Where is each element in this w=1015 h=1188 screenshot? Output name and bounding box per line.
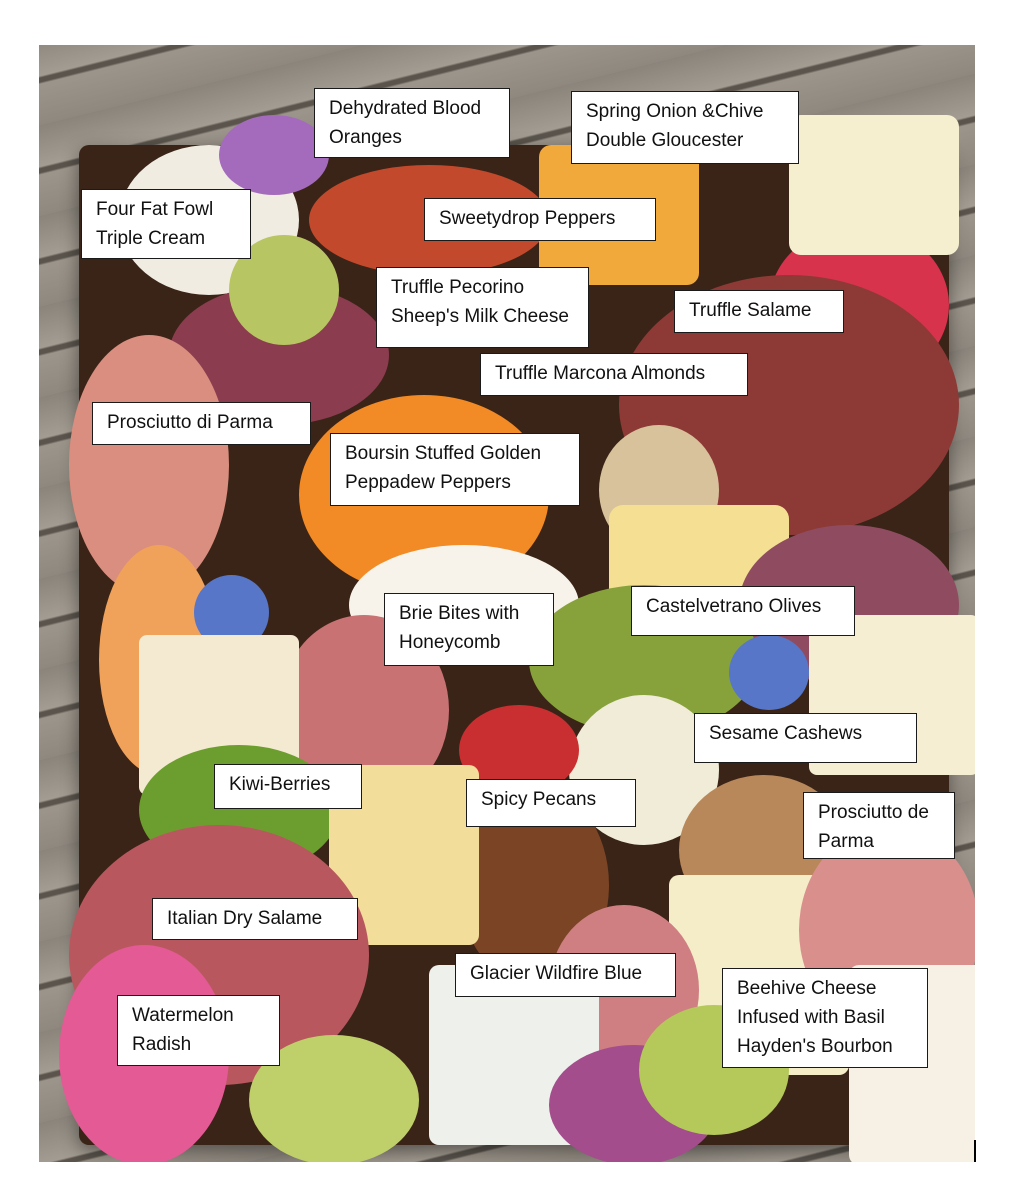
label-sesame-cashews: Sesame Cashews [694,713,917,763]
label-prosciutto-de-parma: Prosciutto de Parma [803,792,955,859]
label-truffle-pecorino: Truffle Pecorino Sheep's Milk Cheese [376,267,589,348]
label-glacier-wildfire-blue: Glacier Wildfire Blue [455,953,676,997]
label-italian-dry-salame: Italian Dry Salame [152,898,358,940]
label-sweetydrop-peppers: Sweetydrop Peppers [424,198,656,241]
label-dehydrated-blood-oranges: Dehydrated Blood Oranges [314,88,510,158]
label-kiwi-berries: Kiwi-Berries [214,764,362,809]
label-brie-bites-honeycomb: Brie Bites with Honeycomb [384,593,554,666]
label-prosciutto-di-parma: Prosciutto di Parma [92,402,311,445]
label-truffle-marcona-almonds: Truffle Marcona Almonds [480,353,748,396]
white-cheese-top-right [789,115,959,255]
label-spicy-pecans: Spicy Pecans [466,779,636,827]
label-beehive-cheese-bourbon: Beehive Cheese Infused with Basil Hayden… [722,968,928,1068]
edge-mark [974,1140,976,1162]
label-castelvetrano-olives: Castelvetrano Olives [631,586,855,636]
label-four-fat-fowl-triple-cream: Four Fat Fowl Triple Cream [81,189,251,259]
purple-flower [219,115,329,195]
label-boursin-stuffed-peppadew: Boursin Stuffed Golden Peppadew Peppers [330,433,580,506]
label-watermelon-radish: Watermelon Radish [117,995,280,1066]
jam-jar-right [729,635,809,710]
label-spring-onion-double-gloucester: Spring Onion &Chive Double Gloucester [571,91,799,164]
label-truffle-salame: Truffle Salame [674,290,844,333]
